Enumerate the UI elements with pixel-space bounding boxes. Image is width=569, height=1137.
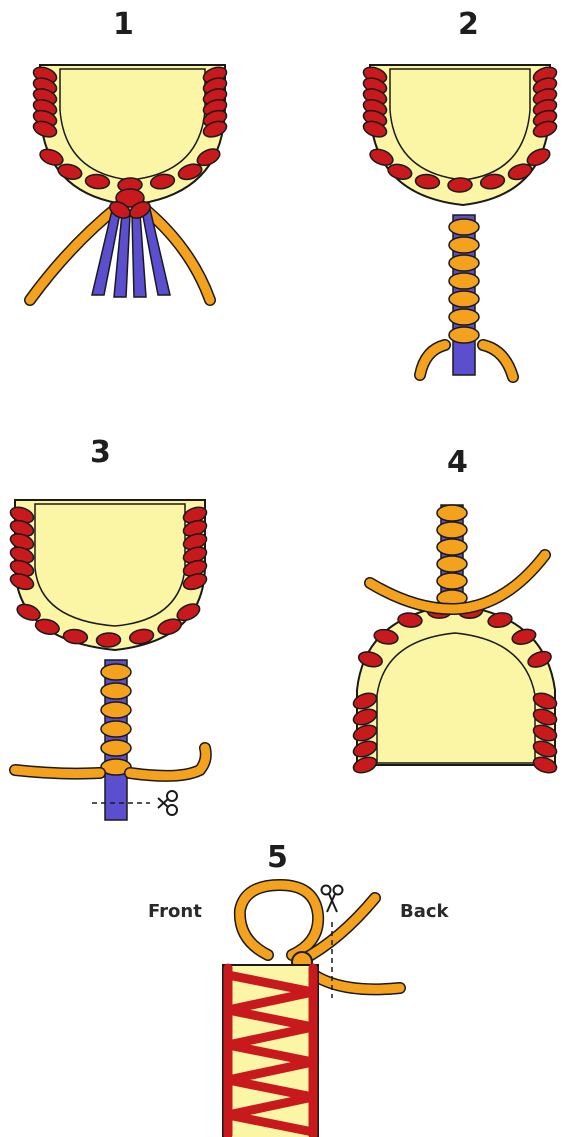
knot: [449, 219, 479, 235]
knot: [449, 327, 479, 343]
knot: [437, 573, 467, 589]
step-5-illustration: [210, 880, 420, 1137]
step-5-label: 5: [267, 843, 288, 873]
step-2-label: 2: [458, 10, 479, 40]
step-3-illustration: [0, 490, 240, 825]
scissors-icon: [158, 791, 177, 815]
knot: [449, 255, 479, 271]
bead: [448, 178, 472, 193]
knot: [449, 237, 479, 253]
step-1-illustration: [0, 55, 240, 315]
step-2-illustration: [345, 55, 565, 385]
knot: [437, 556, 467, 572]
knot: [101, 702, 131, 718]
knot: [101, 664, 131, 680]
scissors-icon: [322, 886, 343, 913]
knot: [101, 740, 131, 756]
front-label: Front: [148, 901, 202, 922]
step-3-label: 3: [90, 438, 111, 468]
knot: [449, 273, 479, 289]
knot: [449, 291, 479, 307]
knot: [101, 683, 131, 699]
knot: [437, 522, 467, 538]
step-1-label: 1: [113, 10, 134, 40]
bead: [96, 633, 120, 648]
step-4-label: 4: [447, 448, 468, 478]
knot: [101, 721, 131, 737]
knot: [449, 309, 479, 325]
knot: [437, 505, 467, 521]
knot: [437, 539, 467, 555]
step-4-illustration: [345, 495, 565, 775]
